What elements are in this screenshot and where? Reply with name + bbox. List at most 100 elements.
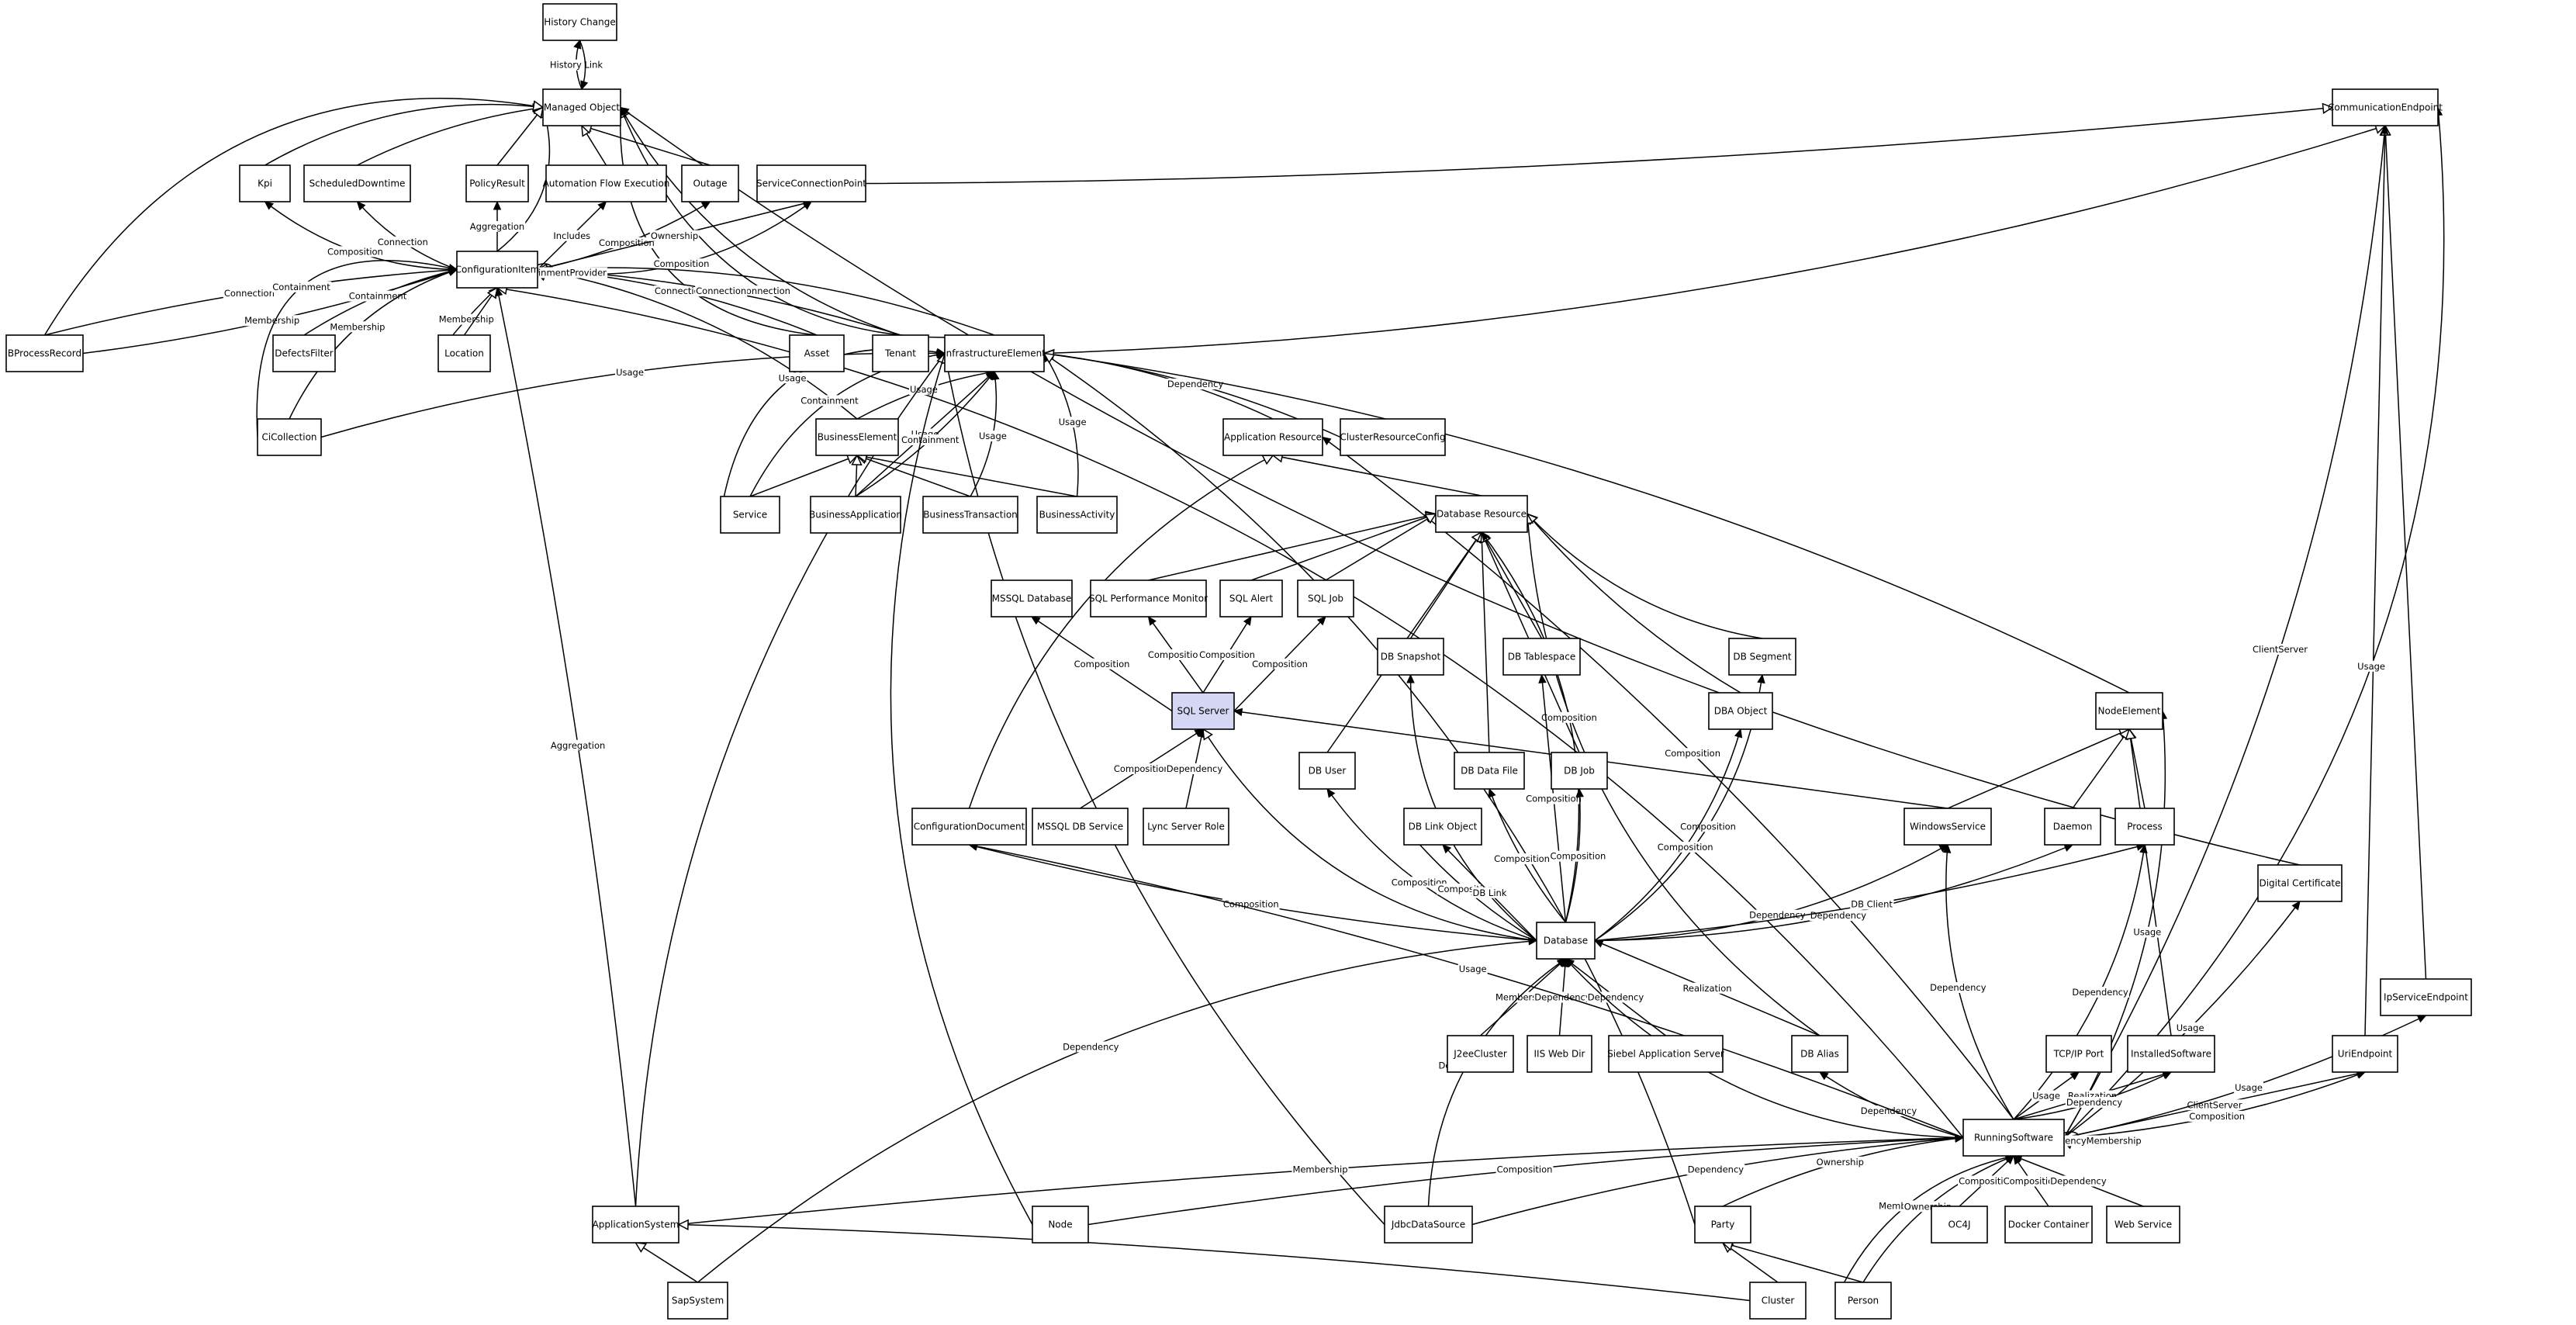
edge-docker-container-to-running-software[interactable]: Composition [2002, 1154, 2060, 1207]
edge-service-to-business-element[interactable] [749, 453, 859, 497]
node-database[interactable]: Database [1536, 922, 1596, 960]
edge-sql-performance-monitor-to-database-resource[interactable] [1148, 510, 1437, 581]
node-application-resource[interactable]: Application Resource [1222, 418, 1323, 456]
edge-running-software-to-uri-endpoint[interactable]: Composition [2063, 1071, 2367, 1139]
node-windows-service[interactable]: WindowsService [1903, 808, 1992, 846]
edge-business-application-to-business-element[interactable] [851, 454, 863, 497]
edge-database-to-windows-service[interactable]: Dependency [1594, 844, 1949, 942]
node-automation-flow-execution[interactable]: Automation Flow Execution [543, 164, 670, 202]
node-mssql-db-service[interactable]: MSSQL DB Service [1032, 808, 1129, 846]
node-infrastructure-element[interactable]: InfrastructureElement [943, 334, 1046, 372]
edge-configuration-item-to-scheduled-downtime[interactable]: Connection [356, 201, 458, 271]
node-business-element[interactable]: BusinessElement [815, 418, 899, 456]
edge-configuration-item-to-automation-flow-execution[interactable]: Includes [537, 201, 607, 271]
edge-sql-server-to-sql-job[interactable]: Composition [1233, 616, 1326, 712]
edge-policy-result-to-managed-object[interactable] [496, 106, 545, 166]
node-location[interactable]: Location [437, 334, 491, 372]
node-outage[interactable]: Outage [681, 164, 739, 202]
edge-business-element-to-infrastructure-element[interactable]: Usage [856, 368, 996, 420]
node-cluster[interactable]: Cluster [1749, 1282, 1807, 1320]
node-party[interactable]: Party [1694, 1206, 1751, 1244]
edge-jdbc-data-source-to-running-software[interactable]: Dependency [1471, 1134, 1965, 1226]
edge-ci-collection-to-configuration-item[interactable]: Containment [256, 260, 458, 438]
edge-sql-server-to-sql-alert[interactable]: Composition [1198, 615, 1256, 694]
edge-installed-software-to-node-element[interactable] [2125, 728, 2172, 1036]
edge-sql-job-to-database-resource[interactable] [1325, 513, 1437, 581]
node-mssql-database[interactable]: MSSQL Database [991, 579, 1073, 618]
node-person[interactable]: Person [1834, 1282, 1892, 1320]
node-db-segment[interactable]: DB Segment [1728, 638, 1796, 676]
node-application-system[interactable]: ApplicationSystem [592, 1206, 679, 1244]
node-running-software[interactable]: RunningSoftware [1962, 1119, 2065, 1157]
edge-oc4j-to-running-software[interactable]: Composition [1958, 1155, 2015, 1207]
node-kpi[interactable]: Kpi [239, 164, 291, 202]
edge-db-data-file-to-database-resource[interactable] [1476, 531, 1490, 753]
node-configuration-item[interactable]: ConfigurationItem [455, 251, 540, 289]
node-db-user[interactable]: DB User [1298, 752, 1356, 790]
node-defects-filter[interactable]: DefectsFilter [272, 334, 336, 372]
edge-process-to-node-element[interactable] [2125, 728, 2146, 809]
edge-database-to-daemon[interactable]: Dependency [1594, 844, 2074, 942]
node-jee-cluster[interactable]: J2eeCluster [1447, 1035, 1514, 1073]
edge-configuration-item-to-kpi[interactable]: Composition [264, 201, 458, 271]
edge-sql-server-to-mssql-database[interactable]: Composition [1030, 616, 1173, 712]
edge-infrastructure-element-to-managed-object[interactable]: Connection [620, 106, 995, 338]
edge-running-software-to-database[interactable] [1565, 958, 1964, 1139]
edge-database-to-database-resource[interactable]: Composition [1481, 531, 1598, 923]
node-sql-alert[interactable]: SQL Alert [1219, 579, 1283, 618]
node-lync-server-role[interactable]: Lync Server Role [1143, 808, 1229, 846]
edge-outage-to-managed-object[interactable] [580, 123, 711, 166]
edge-bprocess-record-to-managed-object[interactable] [43, 98, 545, 336]
node-jdbc-data-source[interactable]: JdbcDataSource [1384, 1206, 1473, 1244]
edge-database-resource-to-application-resource[interactable] [1271, 451, 1482, 496]
node-oc4j[interactable]: OC4J [1931, 1206, 1988, 1244]
edge-application-system-to-running-software[interactable]: Membership [678, 1133, 1965, 1226]
edge-sql-server-to-sql-performance-monitor[interactable]: Composition [1146, 616, 1205, 694]
edge-running-software-to-communication-endpoint[interactable]: ClientServer [2063, 124, 2389, 1138]
node-web-service[interactable]: Web Service [2106, 1206, 2180, 1244]
edge-person-to-party[interactable] [1721, 1240, 1864, 1283]
edge-history-change-to-managed-object[interactable] [579, 40, 589, 91]
edge-party-to-running-software[interactable]: Ownership [1722, 1134, 1965, 1207]
edge-running-software-to-windows-service[interactable]: Dependency [1929, 843, 2014, 1120]
node-sql-server[interactable]: SQL Server [1171, 692, 1235, 730]
node-db-job[interactable]: DB Job [1551, 752, 1608, 790]
edge-running-software-to-process[interactable]: Dependency [2013, 843, 2148, 1120]
edge-application-system-to-configuration-item[interactable]: Aggregation [494, 286, 637, 1207]
edge-db-alias-to-database[interactable]: Realization [1593, 939, 1820, 1036]
edge-application-resource-to-infrastructure-element[interactable] [1043, 348, 1274, 420]
edge-business-activity-to-business-element[interactable] [856, 451, 1077, 497]
edge-defects-filter-to-configuration-item[interactable]: Containment [303, 267, 458, 336]
node-tenant[interactable]: Tenant [872, 334, 929, 372]
edge-database-to-db-data-file[interactable]: Composition [1488, 787, 1567, 923]
node-installed-software[interactable]: InstalledSoftware [2127, 1035, 2215, 1073]
edge-database-to-db-job[interactable]: Composition [1549, 787, 1607, 923]
edge-running-software-to-node-element[interactable]: Usage [2063, 710, 2168, 1138]
node-ci-collection[interactable]: CiCollection [257, 418, 322, 456]
node-node-element[interactable]: NodeElement [2095, 692, 2163, 730]
node-cluster-resource-config[interactable]: ClusterResourceConfig [1340, 418, 1446, 456]
node-digital-certificate[interactable]: Digital Certificate [2257, 864, 2343, 902]
edge-business-activity-to-infrastructure-element[interactable]: Usage [1043, 352, 1087, 497]
edge-business-transaction-to-infrastructure-element[interactable]: Usage [970, 370, 1008, 497]
node-db-data-file[interactable]: DB Data File [1454, 752, 1525, 790]
node-service[interactable]: Service [720, 496, 780, 534]
node-business-application[interactable]: BusinessApplication [809, 496, 902, 534]
node-business-activity[interactable]: BusinessActivity [1036, 496, 1118, 534]
edge-running-software-to-tcpip-port[interactable]: Usage [2013, 1071, 2080, 1120]
edge-database-to-db-link-object[interactable]: DB Link [1442, 844, 1537, 942]
edge-sap-system-to-application-system[interactable] [634, 1242, 698, 1283]
edge-running-software-to-digital-certificate[interactable]: Usage [2063, 901, 2301, 1139]
edge-kpi-to-managed-object[interactable] [265, 100, 545, 166]
node-service-connection-point[interactable]: ServiceConnectionPoint [756, 164, 866, 202]
node-iis-web-dir[interactable]: IIS Web Dir [1527, 1035, 1592, 1073]
node-db-link-object[interactable]: DB Link Object [1403, 808, 1482, 846]
node-node[interactable]: Node [1032, 1206, 1089, 1244]
node-docker-container[interactable]: Docker Container [2004, 1206, 2093, 1244]
node-daemon[interactable]: Daemon [2044, 808, 2101, 846]
edge-web-service-to-running-software[interactable]: Dependency [2012, 1154, 2144, 1207]
node-tcpip-port[interactable]: TCP/IP Port [2045, 1035, 2112, 1073]
edge-database-to-db-tablespace[interactable]: Composition [1525, 673, 1582, 923]
node-configuration-document[interactable]: ConfigurationDocument [911, 808, 1027, 846]
node-siebel-application-server[interactable]: Siebel Application Server [1607, 1035, 1724, 1073]
